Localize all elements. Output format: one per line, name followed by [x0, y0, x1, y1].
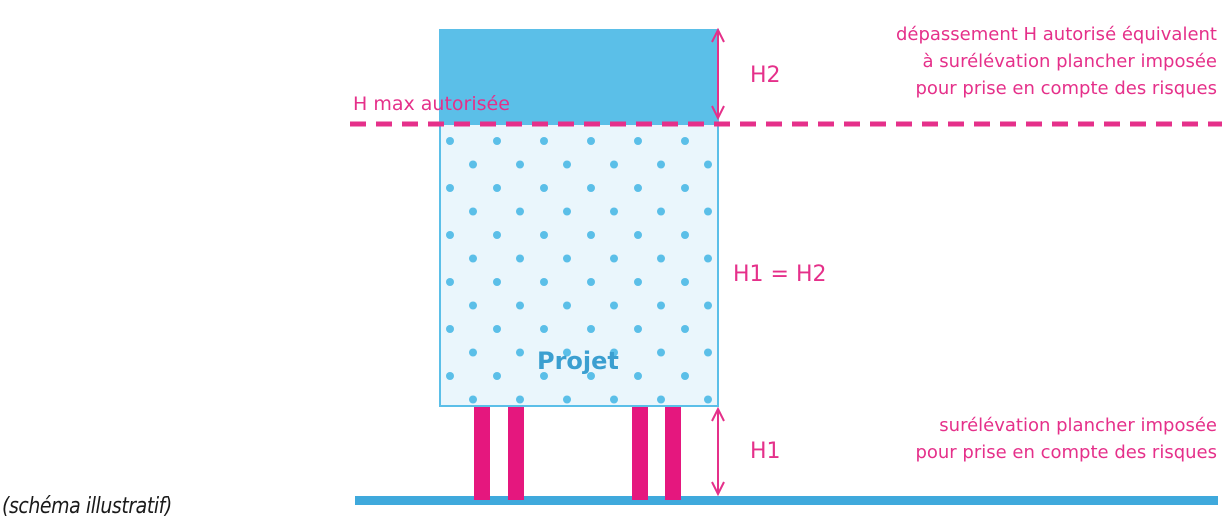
over-height-block [439, 29, 719, 124]
project-building [439, 123, 719, 407]
pattern-dot [516, 160, 524, 169]
pattern-dot [681, 137, 689, 145]
pattern-dot [540, 278, 548, 286]
building-dot-pattern [446, 137, 712, 404]
pattern-dot [704, 254, 712, 263]
pattern-dot [516, 348, 524, 357]
pattern-dot [469, 395, 477, 404]
pattern-dot [681, 231, 689, 239]
pattern-dot [540, 372, 548, 380]
pattern-dot [516, 254, 524, 263]
pattern-dot [587, 325, 595, 333]
pattern-dot [610, 395, 618, 404]
pattern-dot [446, 325, 454, 333]
pattern-dot [657, 254, 665, 263]
pattern-dot [634, 184, 642, 192]
pattern-dot [516, 301, 524, 310]
pattern-dot [704, 395, 712, 404]
pattern-dot [634, 325, 642, 333]
pattern-dot [610, 160, 618, 169]
pattern-dot [587, 137, 595, 145]
pattern-dot [446, 372, 454, 380]
pattern-dot [704, 301, 712, 310]
top-note-line: pour prise en compte des risques [915, 78, 1217, 99]
pattern-dot [681, 184, 689, 192]
pattern-dot [493, 231, 501, 239]
pattern-dot [657, 395, 665, 404]
pattern-dot [681, 325, 689, 333]
pattern-dot [610, 348, 618, 357]
pattern-dot [634, 231, 642, 239]
pattern-dot [704, 160, 712, 169]
pattern-dot [469, 301, 477, 310]
pattern-dot [493, 372, 501, 380]
pattern-dot [516, 207, 524, 216]
pattern-dot [540, 231, 548, 239]
caption: (schéma illustratif) [2, 494, 172, 519]
h1-equals-h2-label: H1 = H2 [733, 262, 827, 287]
pattern-dot [446, 184, 454, 192]
pattern-dot [610, 301, 618, 310]
pattern-dot [563, 207, 571, 216]
pattern-dot [469, 254, 477, 263]
pattern-dot [610, 207, 618, 216]
h1-arrow [711, 406, 725, 497]
pattern-dot [610, 254, 618, 263]
pattern-dot [563, 301, 571, 310]
bottom-note-line: surélévation plancher imposée [939, 415, 1217, 436]
h2-arrow [711, 27, 725, 121]
pattern-dot [587, 184, 595, 192]
pillar [508, 406, 524, 500]
ground-line [355, 496, 1218, 505]
h-max-label: H max autorisée [353, 93, 510, 115]
pattern-dot [469, 348, 477, 357]
pattern-dot [540, 325, 548, 333]
top-note-line: dépassement H autorisé équivalent [895, 24, 1217, 45]
pattern-dot [587, 231, 595, 239]
pattern-dot [516, 395, 524, 404]
pillar [665, 406, 681, 500]
pattern-dot [540, 137, 548, 145]
h1-label: H1 [750, 439, 781, 464]
pattern-dot [634, 278, 642, 286]
top-note-line: à surélévation plancher imposée [922, 51, 1217, 72]
bottom-note-line: pour prise en compte des risques [915, 442, 1217, 463]
pattern-dot [446, 278, 454, 286]
pattern-dot [493, 184, 501, 192]
pattern-dot [657, 348, 665, 357]
pattern-dot [657, 160, 665, 169]
pattern-dot [493, 137, 501, 145]
pattern-dot [681, 372, 689, 380]
bottom-note: surélévation plancher imposée pour prise… [915, 412, 1217, 466]
pattern-dot [563, 254, 571, 263]
pattern-dot [704, 348, 712, 357]
h2-label: H2 [750, 63, 781, 88]
top-note: dépassement H autorisé équivalent à suré… [896, 21, 1217, 102]
pattern-dot [563, 160, 571, 169]
pillar [474, 406, 490, 500]
pattern-dot [469, 160, 477, 169]
pattern-dot [587, 278, 595, 286]
pattern-dot [446, 231, 454, 239]
pattern-dot [587, 372, 595, 380]
pattern-dot [469, 207, 477, 216]
pattern-dot [493, 278, 501, 286]
pattern-dot [563, 395, 571, 404]
pattern-dot [634, 137, 642, 145]
pattern-dot [634, 372, 642, 380]
pattern-dot [446, 137, 454, 145]
pattern-dot [681, 278, 689, 286]
pattern-dot [657, 301, 665, 310]
pattern-dot [540, 184, 548, 192]
project-label: Projet [537, 347, 619, 375]
pattern-dot [563, 348, 571, 357]
pillar [632, 406, 648, 500]
pattern-dot [657, 207, 665, 216]
pattern-dot [704, 207, 712, 216]
pattern-dot [493, 325, 501, 333]
